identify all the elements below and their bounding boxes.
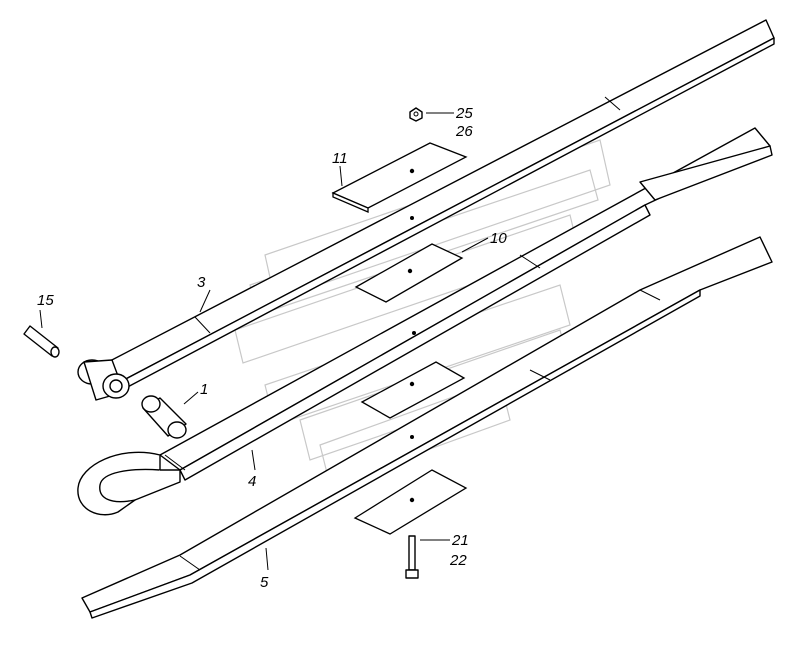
label-11: 11 [332, 150, 348, 167]
pin-15 [23, 325, 60, 358]
nut-25-26 [409, 107, 423, 122]
leader-lines [39, 112, 489, 571]
label-1: 1 [200, 381, 208, 398]
leaf-spring-4 [159, 127, 773, 481]
plate-11 [331, 142, 468, 213]
eye-bushing-3 [77, 359, 130, 401]
label-15: 15 [37, 292, 54, 309]
label-3: 3 [197, 274, 206, 291]
bolt-21-22 [405, 535, 419, 579]
plate-middle [360, 361, 466, 439]
callout-labels: 15 3 1 4 5 10 11 25 26 21 22 [37, 105, 507, 591]
label-21: 21 [451, 532, 469, 549]
eye-leaf-4 [77, 451, 181, 516]
plate-bottom [353, 469, 468, 535]
label-5: 5 [260, 574, 269, 591]
label-22: 22 [449, 552, 467, 569]
label-4: 4 [248, 473, 256, 490]
leaf-spring-5 [81, 236, 773, 619]
label-10: 10 [490, 230, 507, 247]
label-26: 26 [455, 123, 473, 140]
bushing-1 [141, 395, 187, 439]
plate-10 [354, 216, 464, 335]
label-25: 25 [455, 105, 473, 122]
